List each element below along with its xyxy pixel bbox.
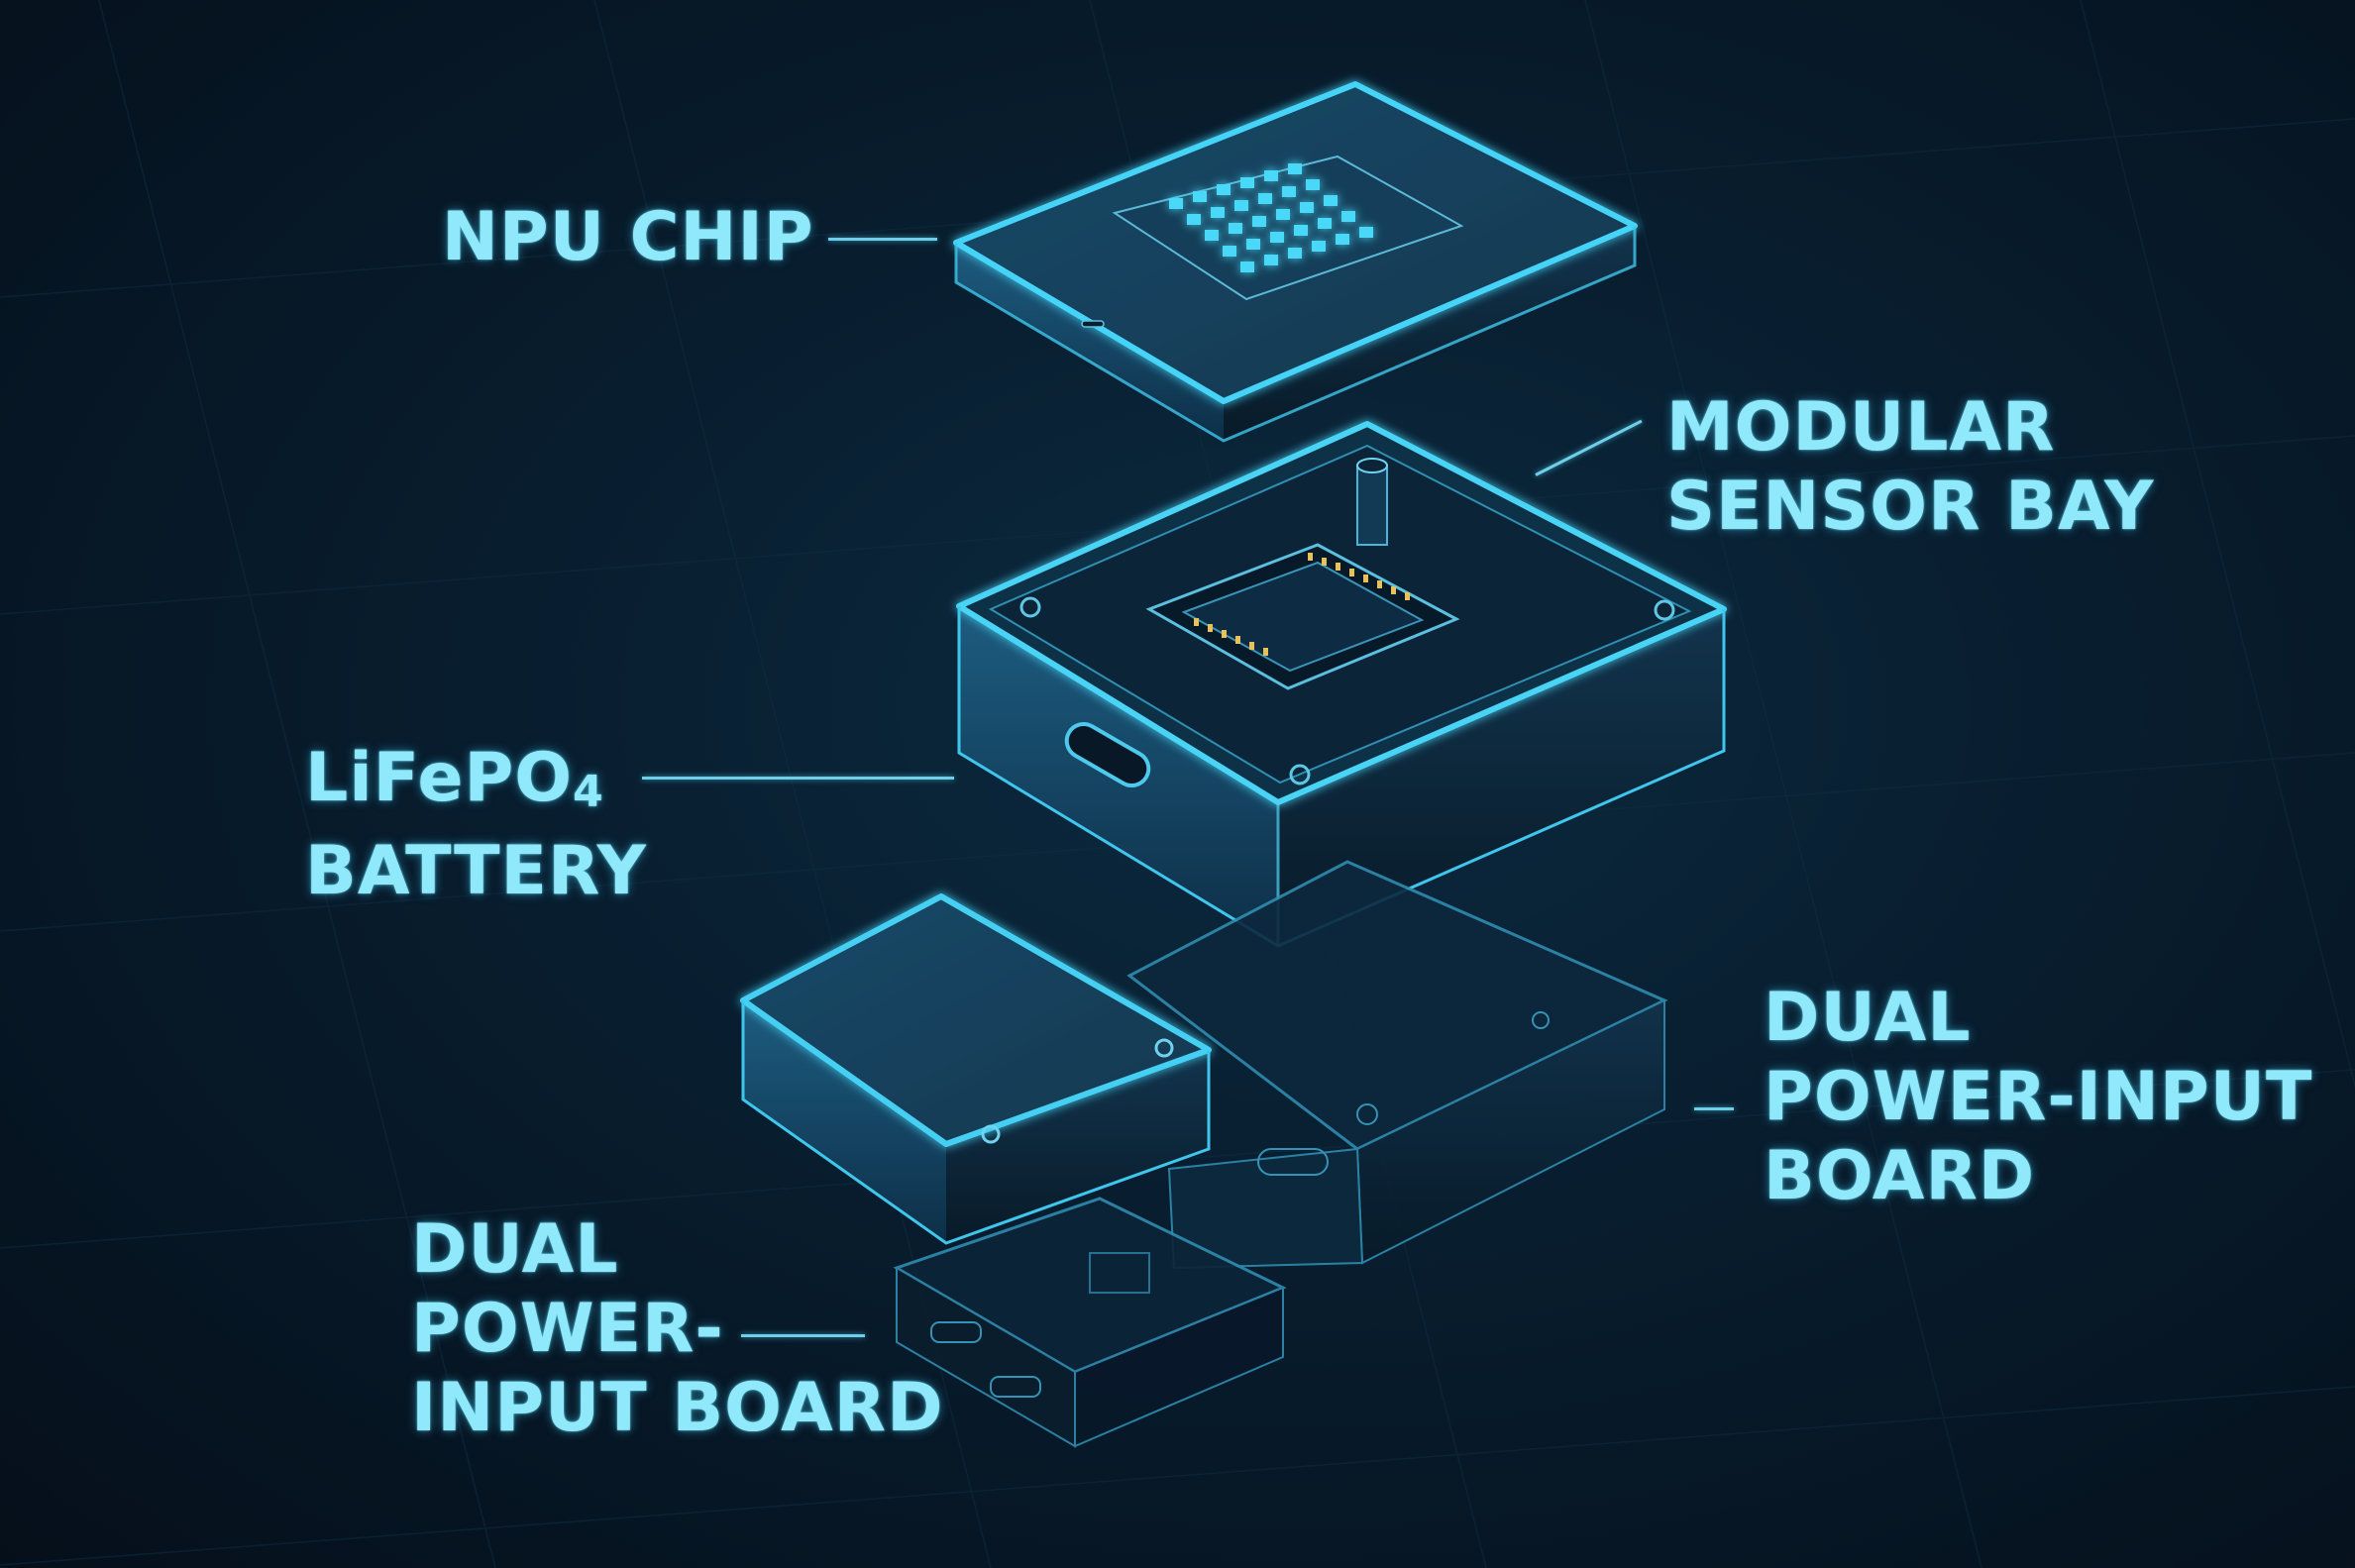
socket-pins xyxy=(1194,553,1410,656)
power-board-left-line-1: DUAL xyxy=(411,1210,619,1289)
npu-core-grid xyxy=(1169,163,1373,272)
small-power-board-module xyxy=(893,1197,1287,1448)
npu-chip-label: NPU CHIP xyxy=(442,198,814,277)
sensor-bay-module xyxy=(956,421,1727,948)
power-board-left-line-2: POWER- xyxy=(411,1290,724,1368)
power-board-left-connector xyxy=(741,1334,865,1337)
sensor-bay-line-1: MODULAR xyxy=(1666,388,2056,467)
battery-connector xyxy=(642,777,954,780)
power-board-right-label: DUAL POWER-INPUT BOARD xyxy=(1764,979,2312,1216)
battery-formula-main: LiFePO xyxy=(305,739,574,817)
power-board-right-line-1: DUAL xyxy=(1764,979,1972,1057)
sensor-bay-line-2: SENSOR BAY xyxy=(1666,468,2155,546)
battery-label: LiFePO4 BATTERY xyxy=(305,739,647,911)
npu-chip-text: NPU CHIP xyxy=(442,198,814,276)
power-board-left-line-3: INPUT BOARD xyxy=(411,1369,944,1447)
npu-chip-connector xyxy=(828,238,937,241)
lower-power-board-module xyxy=(1126,860,1668,1270)
battery-module xyxy=(740,893,1212,1245)
battery-formula: LiFePO4 xyxy=(305,739,647,832)
power-board-right-connector xyxy=(1694,1107,1734,1110)
power-board-right-line-3: BOARD xyxy=(1764,1137,2036,1215)
power-board-left-label: DUAL POWER- INPUT BOARD xyxy=(411,1210,944,1448)
power-board-right-line-2: POWER-INPUT xyxy=(1764,1058,2313,1136)
battery-formula-subscript: 4 xyxy=(573,767,604,817)
npu-chip-module xyxy=(953,81,1638,443)
battery-line-2: BATTERY xyxy=(305,832,647,910)
sensor-bay-label: MODULAR SENSOR BAY xyxy=(1666,388,2154,547)
